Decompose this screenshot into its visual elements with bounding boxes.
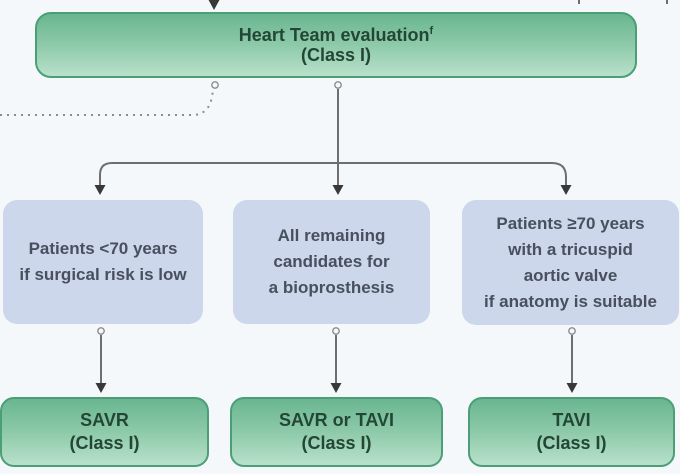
dotted-connector [0,90,214,116]
criteria-line: candidates for [273,252,390,271]
criteria-line: aortic valve [523,265,618,285]
arrowhead-branch-right-icon [560,185,572,195]
node-heart-team-evaluation: Heart Team evaluationf (Class I) [35,12,637,78]
tick-remnant-left [578,0,580,4]
tick-remnant-right [666,0,668,4]
dotted-connector-port [211,81,219,89]
criteria-2-port [332,327,340,335]
top-node-port [334,81,342,89]
outcome-name: SAVR or TAVI [278,410,394,430]
heart-team-label: Heart Team evaluationf [238,25,434,45]
branch-line [99,162,567,185]
footnote-superscript: f [429,25,434,37]
outcome-class-label: (Class I) [69,433,140,453]
criteria-3-port [568,327,576,335]
outcome-class-label: (Class I) [536,433,607,453]
arrowhead-outcome-1-icon [95,383,107,393]
criteria-line: Patients ≥70 years [496,213,645,233]
node-savr-or-tavi: SAVR or TAVI (Class I) [230,397,443,467]
criteria-line: if surgical risk is low [19,265,187,284]
arrowhead-outcome-3-icon [566,383,578,393]
heart-team-class-label: (Class I) [300,45,372,65]
criteria-1-port [97,327,105,335]
node-savr: SAVR (Class I) [0,397,209,467]
node-tavi: TAVI (Class I) [468,397,675,467]
node-patients-under-70: Patients <70 years if surgical risk is l… [3,200,203,324]
node-patients-70-plus: Patients ≥70 years with a tricuspid aort… [462,200,679,325]
arrowhead-branch-center-icon [332,185,344,195]
outcome-name: TAVI [552,410,591,430]
criteria-line: if anatomy is suitable [484,291,657,311]
criteria-line: a bioprosthesis [268,278,395,297]
outcome-class-label: (Class I) [301,433,372,453]
arrowhead-branch-left-icon [94,185,106,195]
node-all-remaining-candidates: All remaining candidates for a bioprosth… [233,200,430,324]
criteria-line: with a tricuspid [508,239,633,259]
criteria-line: All remaining [277,226,386,245]
criteria-line: Patients <70 years [28,239,178,258]
outcome-name: SAVR [80,410,129,430]
arrowhead-top-remnant-icon [208,0,220,10]
arrowhead-outcome-2-icon [330,383,342,393]
